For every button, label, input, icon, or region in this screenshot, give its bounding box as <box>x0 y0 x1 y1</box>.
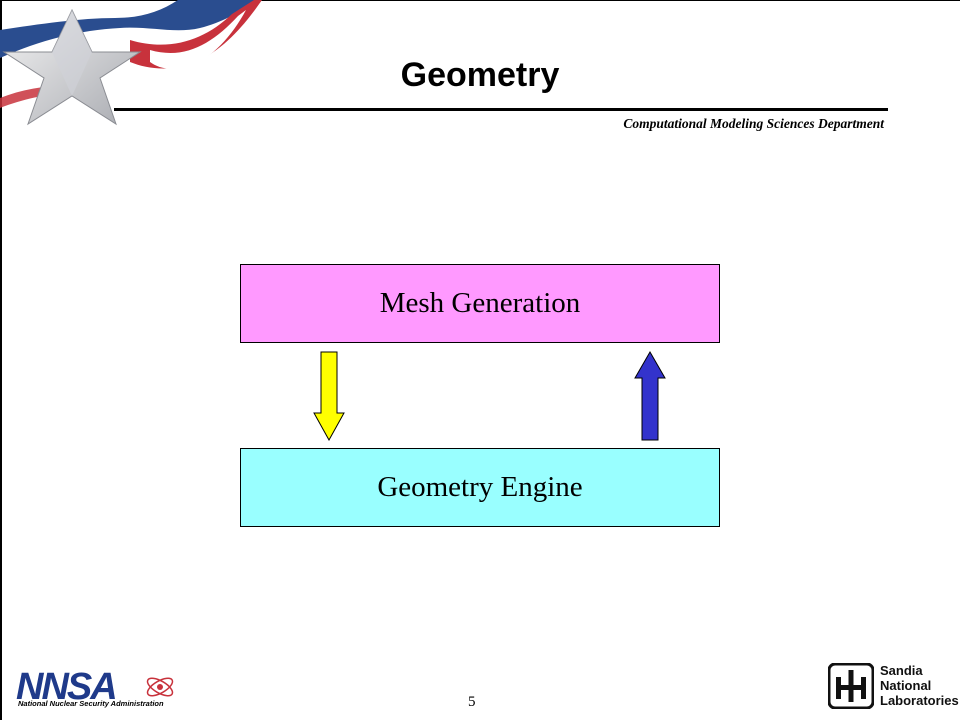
mesh-generation-box: Mesh Generation <box>240 264 720 343</box>
slide-frame-left <box>0 0 2 720</box>
geometry-engine-label: Geometry Engine <box>377 471 583 503</box>
flag-star-graphic <box>0 0 262 126</box>
geometry-engine-box: Geometry Engine <box>240 448 720 527</box>
sandia-logo-text: Sandia National Laboratories <box>880 663 959 708</box>
nnsa-logo-text: NNSA <box>16 666 116 708</box>
up-arrow-icon <box>634 351 666 441</box>
slide-frame-top <box>0 0 960 1</box>
sandia-thunderbird-icon <box>828 663 874 709</box>
sandia-text-line: Sandia <box>880 663 923 678</box>
sandia-logo: Sandia National Laboratories <box>828 661 959 711</box>
department-label: Computational Modeling Sciences Departme… <box>623 116 884 131</box>
nnsa-logo-icon: NNSA <box>16 666 174 708</box>
down-arrow-icon <box>313 351 345 441</box>
slide-title: Geometry <box>400 56 560 94</box>
nnsa-caption: National Nuclear Security Administration <box>18 699 164 708</box>
sandia-text-line: National <box>880 678 932 693</box>
page-number: 5 <box>468 694 476 710</box>
sandia-text-line: Laboratories <box>880 693 959 708</box>
mesh-generation-label: Mesh Generation <box>379 287 581 319</box>
title-underline <box>114 108 888 111</box>
